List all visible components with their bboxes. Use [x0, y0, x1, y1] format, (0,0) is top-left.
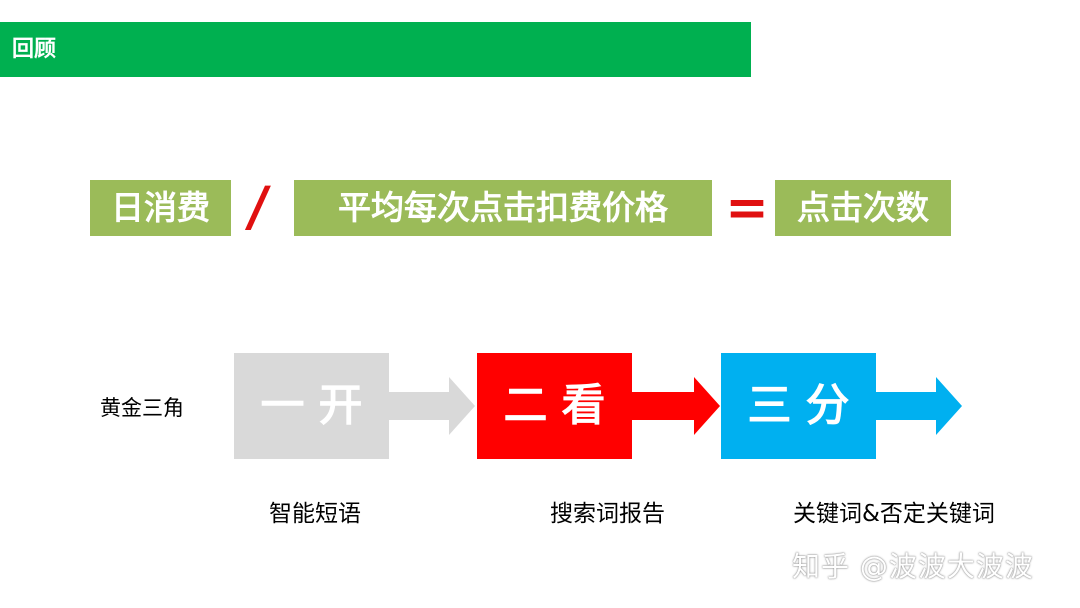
step-view-box: 二看 [477, 353, 632, 459]
step-open-box: 一开 [234, 353, 389, 459]
step-view-caption: 搜索词报告 [550, 501, 665, 527]
page-title: 回顾 [12, 37, 57, 62]
arrow-right-icon [389, 377, 475, 435]
watermark: 知乎 @波波大波波 [792, 550, 1034, 583]
step-view-label: 二看 [503, 380, 620, 431]
divide-operator: / [243, 175, 273, 238]
arrow-right-icon [632, 377, 720, 435]
arrow-right-icon [876, 377, 962, 435]
equals-operator: = [725, 178, 769, 238]
avg-cpc-box: 平均每次点击扣费价格 [294, 180, 712, 236]
clicks-box: 点击次数 [775, 180, 951, 236]
step-open-label: 一开 [260, 380, 377, 431]
daily-cost-box: 日消费 [90, 180, 231, 236]
step-open-caption: 智能短语 [269, 501, 361, 527]
golden-triangle-label: 黄金三角 [100, 396, 184, 420]
step-split-caption: 关键词&否定关键词 [793, 501, 995, 527]
step-split-label: 三分 [747, 380, 864, 431]
header-bar: 回顾 [0, 22, 751, 77]
step-split-box: 三分 [721, 353, 876, 459]
